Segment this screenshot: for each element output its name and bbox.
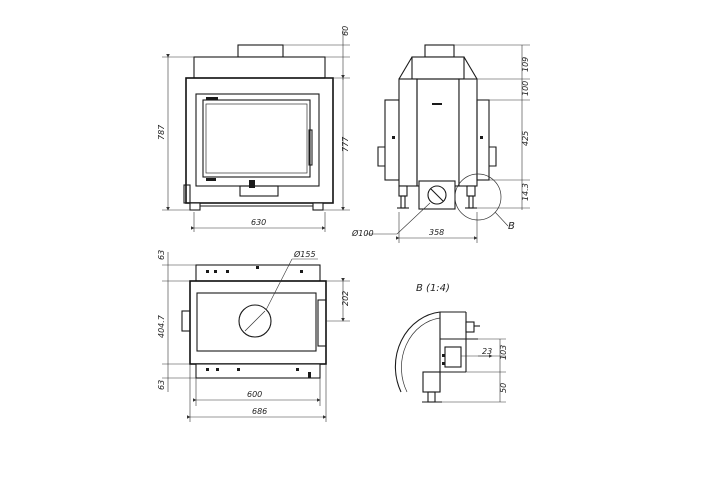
dim-202: 202 xyxy=(341,291,350,306)
dim-60: 60 xyxy=(341,26,350,36)
dim-109: 109 xyxy=(521,57,530,72)
front-view: 60 787 777 630 xyxy=(157,26,350,232)
dim-358: 358 xyxy=(429,228,444,237)
dim-63-bottom: 63 xyxy=(157,380,166,390)
detail-view-b: B (1:4) 23 103 50 xyxy=(394,283,508,403)
dim-787: 787 xyxy=(157,124,166,140)
dim-425: 425 xyxy=(521,131,530,146)
dim-600: 600 xyxy=(247,390,262,399)
dim-404-7: 404.7 xyxy=(157,314,166,338)
dim-diameter-155: Ø155 xyxy=(293,249,316,259)
dim-686: 686 xyxy=(252,407,267,416)
plan-view: Ø155 202 63 404.7 63 600 686 xyxy=(157,249,350,422)
dim-50: 50 xyxy=(499,383,508,393)
dim-63-top: 63 xyxy=(157,250,166,260)
dim-23: 23 xyxy=(482,347,492,356)
dim-diameter-100: Ø100 xyxy=(351,228,374,238)
dim-630: 630 xyxy=(251,218,266,227)
detail-ref-b: B xyxy=(508,221,515,232)
dim-14-3: 14.3 xyxy=(521,183,530,201)
dim-777: 777 xyxy=(341,136,350,152)
dim-103: 103 xyxy=(499,345,508,360)
dim-100: 100 xyxy=(521,81,530,96)
side-view: B 109 100 425 14.3 Ø100 358 xyxy=(351,44,530,243)
detail-title: B (1:4) xyxy=(416,283,450,294)
